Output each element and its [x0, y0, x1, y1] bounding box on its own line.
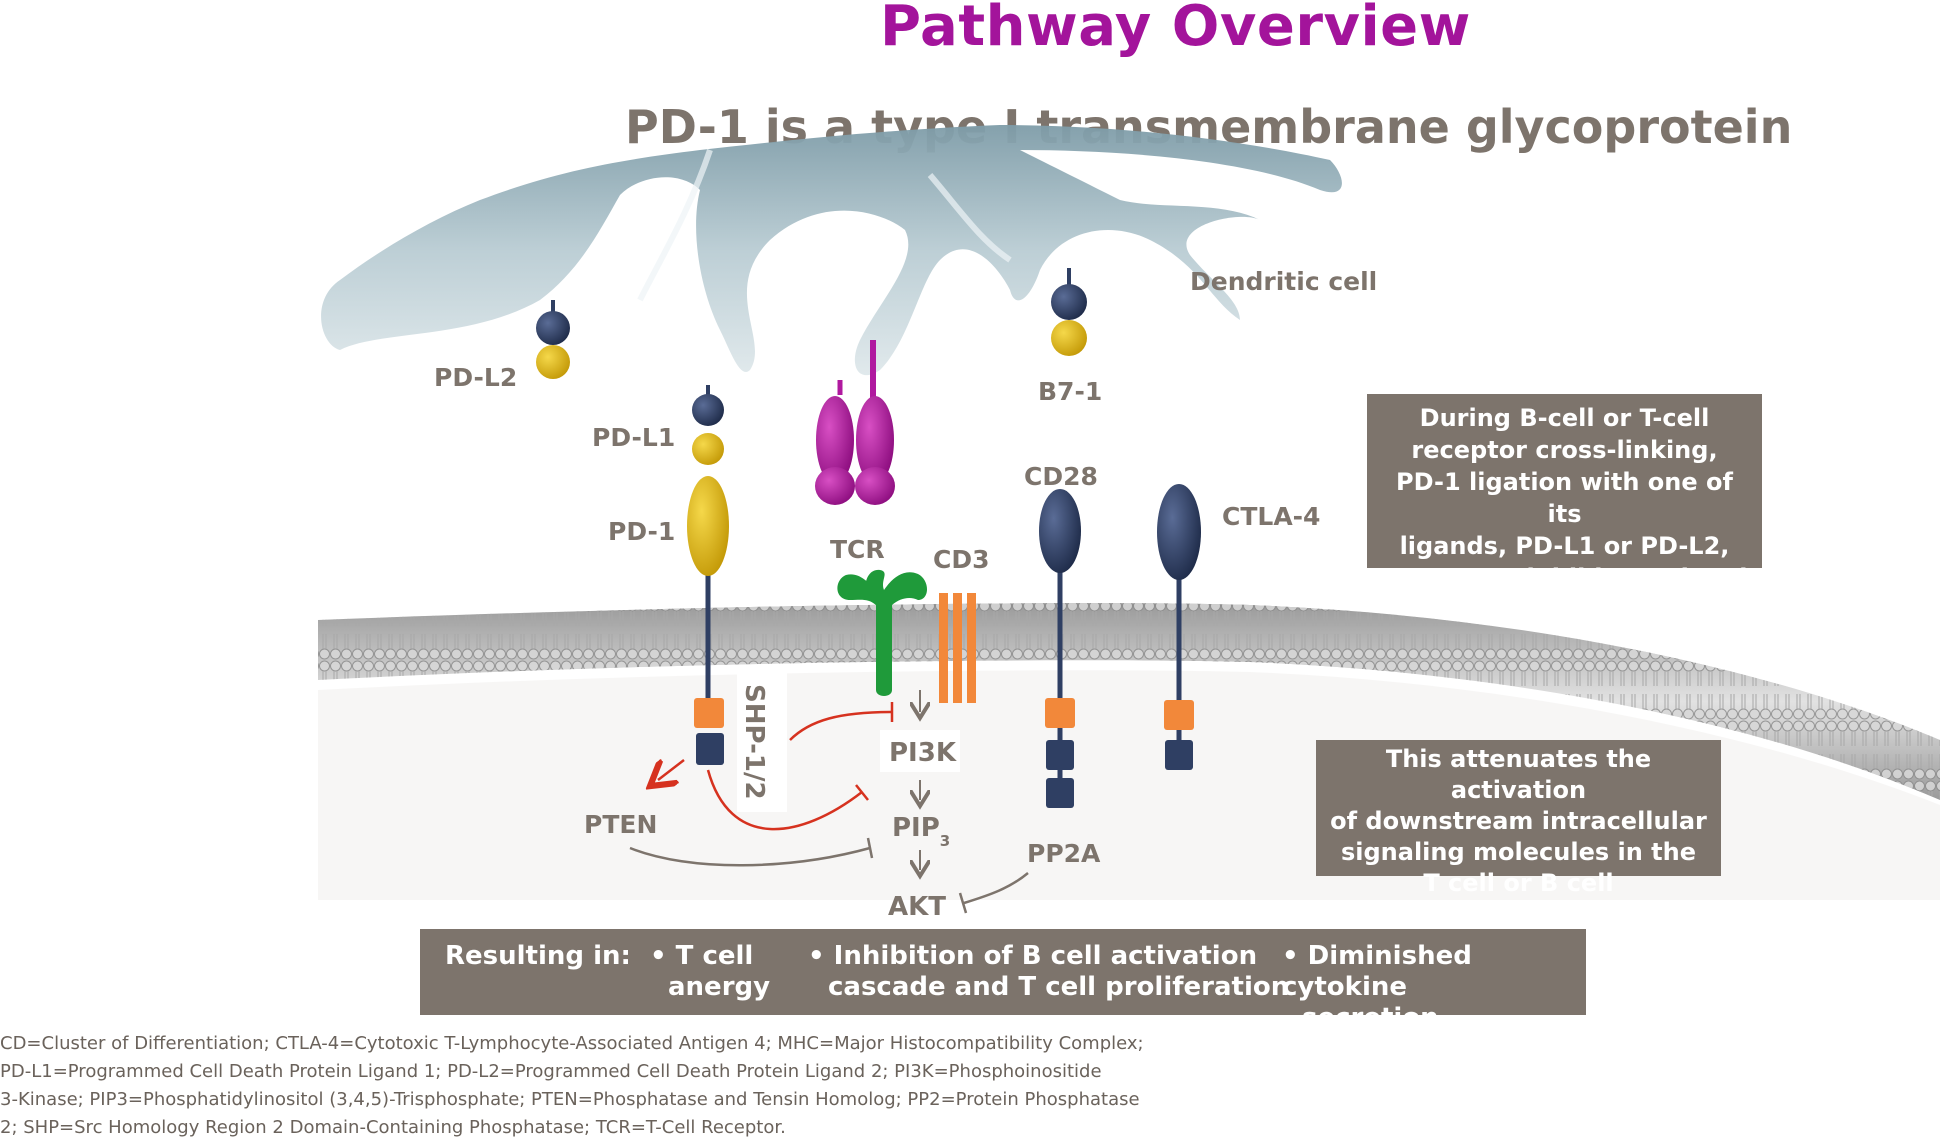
pten-label: PTEN — [584, 810, 657, 839]
info-line: ligands, PD-L1 or PD-L2, — [1399, 532, 1730, 560]
mhc-tcr-complex — [815, 340, 895, 505]
pd-1-label: PD-1 — [608, 517, 675, 546]
pd-l2-ligand — [536, 300, 570, 379]
info-line: This attenuates the activation — [1385, 745, 1652, 804]
b7-1-label: B7-1 — [1038, 377, 1102, 406]
info-line: T cell or B cell — [1423, 869, 1614, 897]
pten-inhibits-pip3 — [629, 837, 874, 867]
footnote-line: PD-L1=Programmed Cell Death Protein Liga… — [0, 1061, 1102, 1082]
info-box-attenuation: This attenuates the activation of downst… — [1316, 740, 1721, 897]
cell-membrane — [318, 603, 1940, 800]
cd28-receptor — [1039, 489, 1081, 808]
cd28-label: CD28 — [1024, 462, 1098, 491]
results-heading: Resulting in: — [445, 941, 631, 971]
tcr-receptor — [837, 569, 927, 696]
shp-inhibits-pi3k — [789, 702, 894, 741]
dendritic-cell-shape — [321, 125, 1342, 376]
b7-1-ligand — [1051, 268, 1087, 356]
pd-l2-label: PD-L2 — [434, 363, 517, 392]
cd3-label: CD3 — [933, 545, 990, 574]
tcr-label: TCR — [830, 535, 885, 564]
info-line: PD-1 ligation with one of its — [1396, 468, 1733, 528]
shp-label: SHP-1/2 — [739, 684, 769, 800]
info-line: signaling molecules in the — [1340, 838, 1696, 866]
pip3-label: PIP3 — [892, 813, 950, 850]
shp-box — [737, 672, 787, 812]
result-item-cytokine: • Diminished cytokine secretion — [1282, 941, 1586, 1034]
pi3k-label: PI3K — [889, 738, 957, 768]
footnote-line: 2; SHP=Src Homology Region 2 Domain-Cont… — [0, 1117, 786, 1138]
ctla-4-receptor — [1157, 484, 1201, 770]
dendritic-cell-label: Dendritic cell — [1190, 267, 1377, 296]
pp2a-inhibits-akt — [958, 872, 1029, 914]
info-line: receptor cross-linking, — [1411, 436, 1718, 464]
result-line: • Diminished cytokine — [1282, 941, 1472, 1002]
pd-l1-ligand — [692, 385, 724, 465]
ctla-4-label: CTLA-4 — [1222, 502, 1320, 531]
footnote-line: 3-Kinase; PIP3=Phosphatidylinositol (3,4… — [0, 1089, 1140, 1110]
footnote-line: CD=Cluster of Differentiation; CTLA-4=Cy… — [0, 1033, 1144, 1054]
result-line: cascade and T cell proliferation — [828, 972, 1290, 1002]
result-item-inhibition: • Inhibition of B cell activation cascad… — [808, 941, 1289, 1003]
akt-label: AKT — [888, 892, 946, 922]
cd3-complex — [939, 593, 976, 703]
abbreviations-footnote: CD=Cluster of Differentiation; CTLA-4=Cy… — [0, 1030, 1220, 1142]
pip-subscript: 3 — [940, 832, 950, 850]
result-line: • T cell — [650, 941, 754, 971]
shp-activates-pten — [658, 760, 685, 780]
info-line: of downstream intracellular — [1330, 807, 1707, 835]
pp2a-label: PP2A — [1027, 839, 1101, 868]
pd-1-receptor — [687, 476, 729, 765]
pip-text: PIP — [892, 813, 940, 843]
result-line: secretion — [1302, 1003, 1439, 1033]
info-box-inhibitory-signal: During B-cell or T-cell receptor cross-l… — [1367, 394, 1762, 592]
results-bar: Resulting in: • T cell anergy • Inhibiti… — [420, 929, 1586, 1033]
result-item-anergy: • T cell anergy — [650, 941, 770, 1003]
shp-inhibits-pip3 — [706, 769, 869, 831]
result-line: • Inhibition of B cell activation — [808, 941, 1258, 971]
result-line: anergy — [668, 972, 771, 1002]
info-line: acts as an inhibitory signal — [1381, 564, 1748, 592]
page-title: Pathway Overview — [880, 0, 1471, 59]
info-line: During B-cell or T-cell — [1419, 404, 1710, 432]
pi3k-box — [880, 730, 960, 772]
pd-l1-label: PD-L1 — [592, 423, 675, 452]
